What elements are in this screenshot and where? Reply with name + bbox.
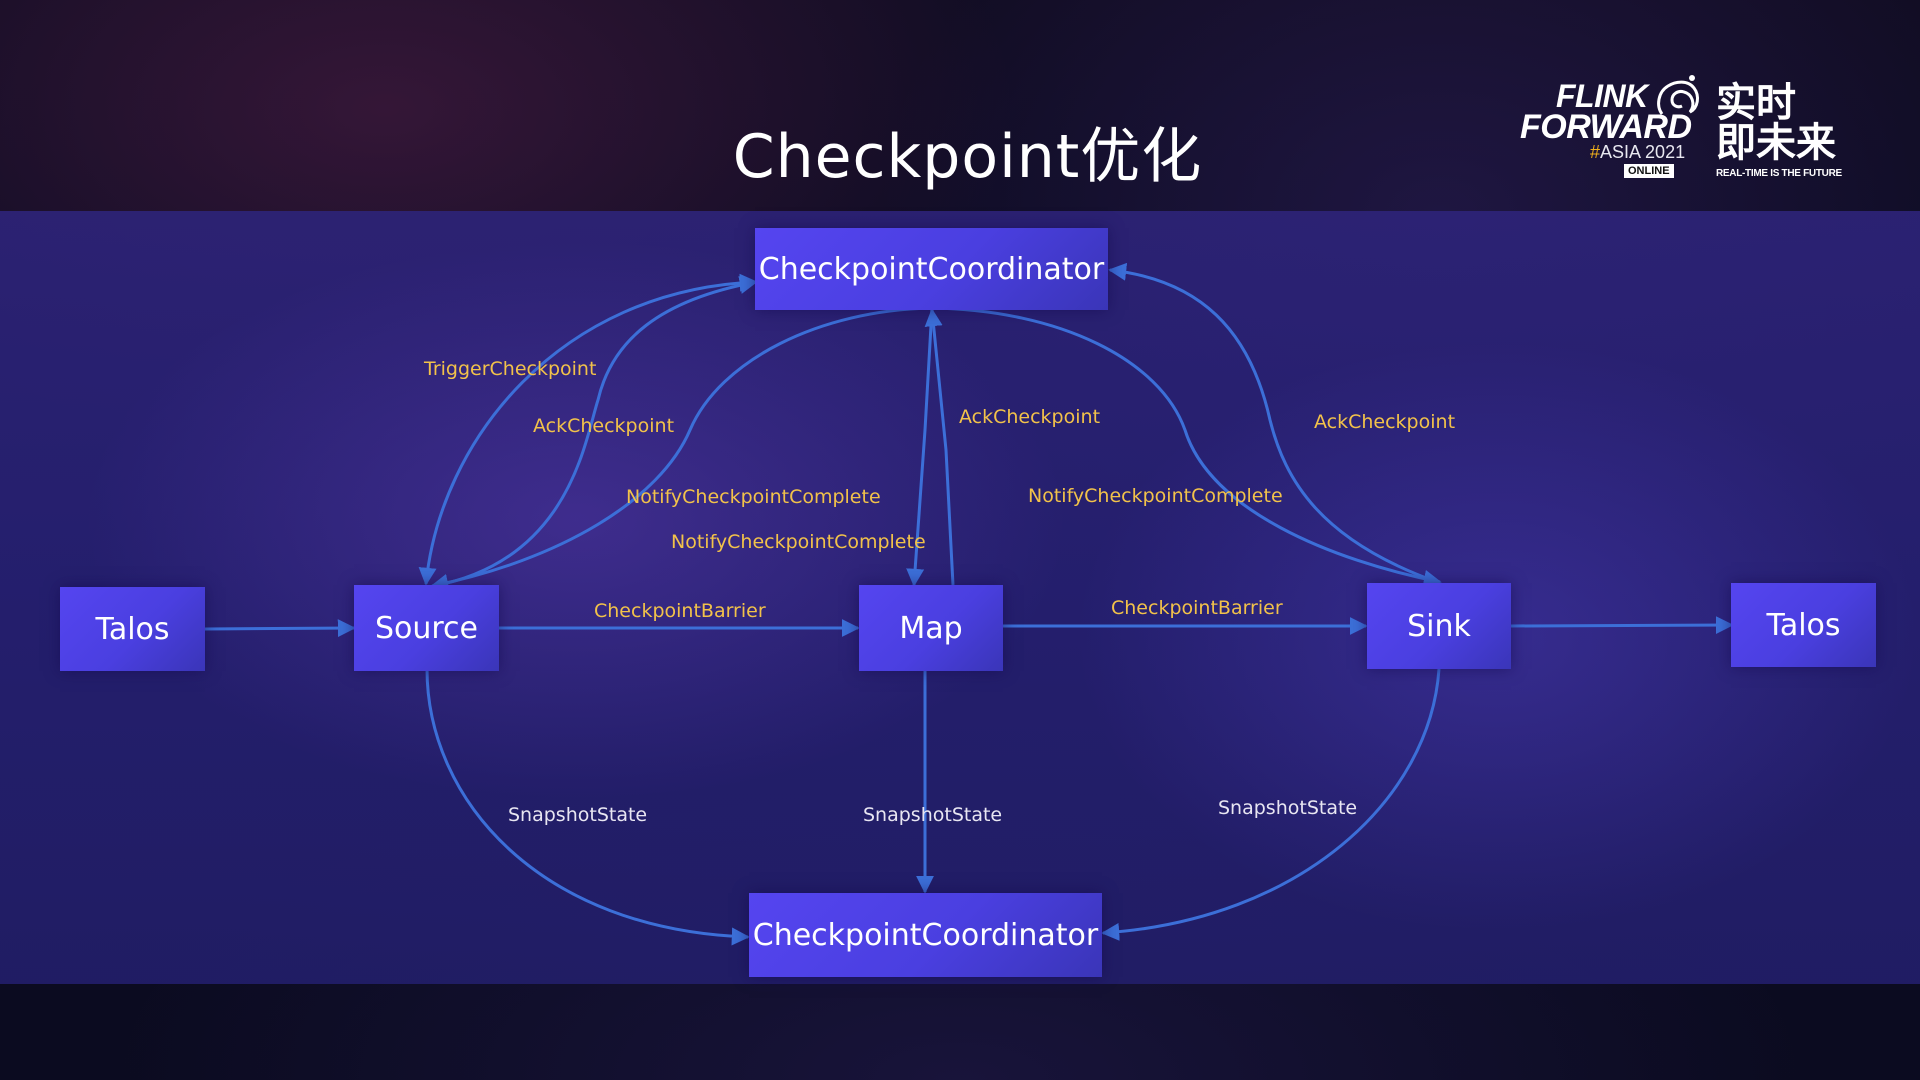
edge-notify-source (430, 306, 933, 592)
logo-cn-line2: 即未来 (1716, 120, 1836, 166)
label-snapshot-sink: SnapshotState (1218, 797, 1357, 819)
sink-node: Sink (1367, 583, 1511, 669)
logo-event-text: #ASIA 2021 (1590, 142, 1685, 163)
label-ack-map: AckCheckpoint (959, 406, 1100, 428)
squirrel-icon (1657, 75, 1699, 115)
label-ack-source: AckCheckpoint (533, 415, 674, 437)
logo-hash: # (1590, 142, 1601, 162)
logo-forward-text: FORWARD (1520, 108, 1692, 146)
source-node: Source (354, 585, 499, 671)
edge-snapshot-source (425, 668, 750, 946)
edge-snapshot-sink (1101, 668, 1441, 941)
label-barrier-1: CheckpointBarrier (594, 600, 766, 622)
slide-title: Checkpoint优化 (732, 122, 1203, 192)
edge-sink-to-talos (1510, 616, 1734, 635)
edge-notify-map (906, 307, 934, 587)
edge-ack-map (924, 308, 955, 586)
talos-input-node: Talos (60, 587, 205, 671)
label-notify-sink: NotifyCheckpointComplete (1028, 485, 1283, 507)
edge-talos-to-source (204, 619, 356, 638)
label-snapshot-map: SnapshotState (863, 804, 1002, 826)
label-trigger-checkpoint: TriggerCheckpoint (423, 358, 596, 380)
logo-flink-text: FLINK (1556, 78, 1648, 114)
checkpoint-coordinator-top: CheckpointCoordinator (755, 228, 1108, 310)
label-ack-sink: AckCheckpoint (1314, 411, 1455, 433)
edge-ack-sink (1108, 262, 1438, 584)
edge-ack-source (433, 276, 758, 588)
label-barrier-2: CheckpointBarrier (1111, 597, 1283, 619)
checkpoint-coordinator-bottom: CheckpointCoordinator (749, 893, 1102, 977)
label-notify-map: NotifyCheckpointComplete (671, 531, 926, 553)
label-notify-source: NotifyCheckpointComplete (626, 486, 881, 508)
talos-output-node: Talos (1731, 583, 1876, 667)
label-snapshot-source: SnapshotState (508, 804, 647, 826)
logo-online-badge: ONLINE (1624, 164, 1674, 178)
logo-tagline: REAL-TIME IS THE FUTURE (1716, 168, 1842, 179)
logo-event: ASIA 2021 (1600, 142, 1686, 162)
map-node: Map (859, 585, 1003, 671)
edge-notify-sink (931, 306, 1442, 588)
logo-cn-line1: 实时 (1716, 80, 1796, 126)
flink-forward-logo: FLINK FORWARD #ASIA 2021 ONLINE 实时 即未来 R… (1520, 70, 1842, 190)
edge-trigger-checkpoint (418, 273, 758, 586)
